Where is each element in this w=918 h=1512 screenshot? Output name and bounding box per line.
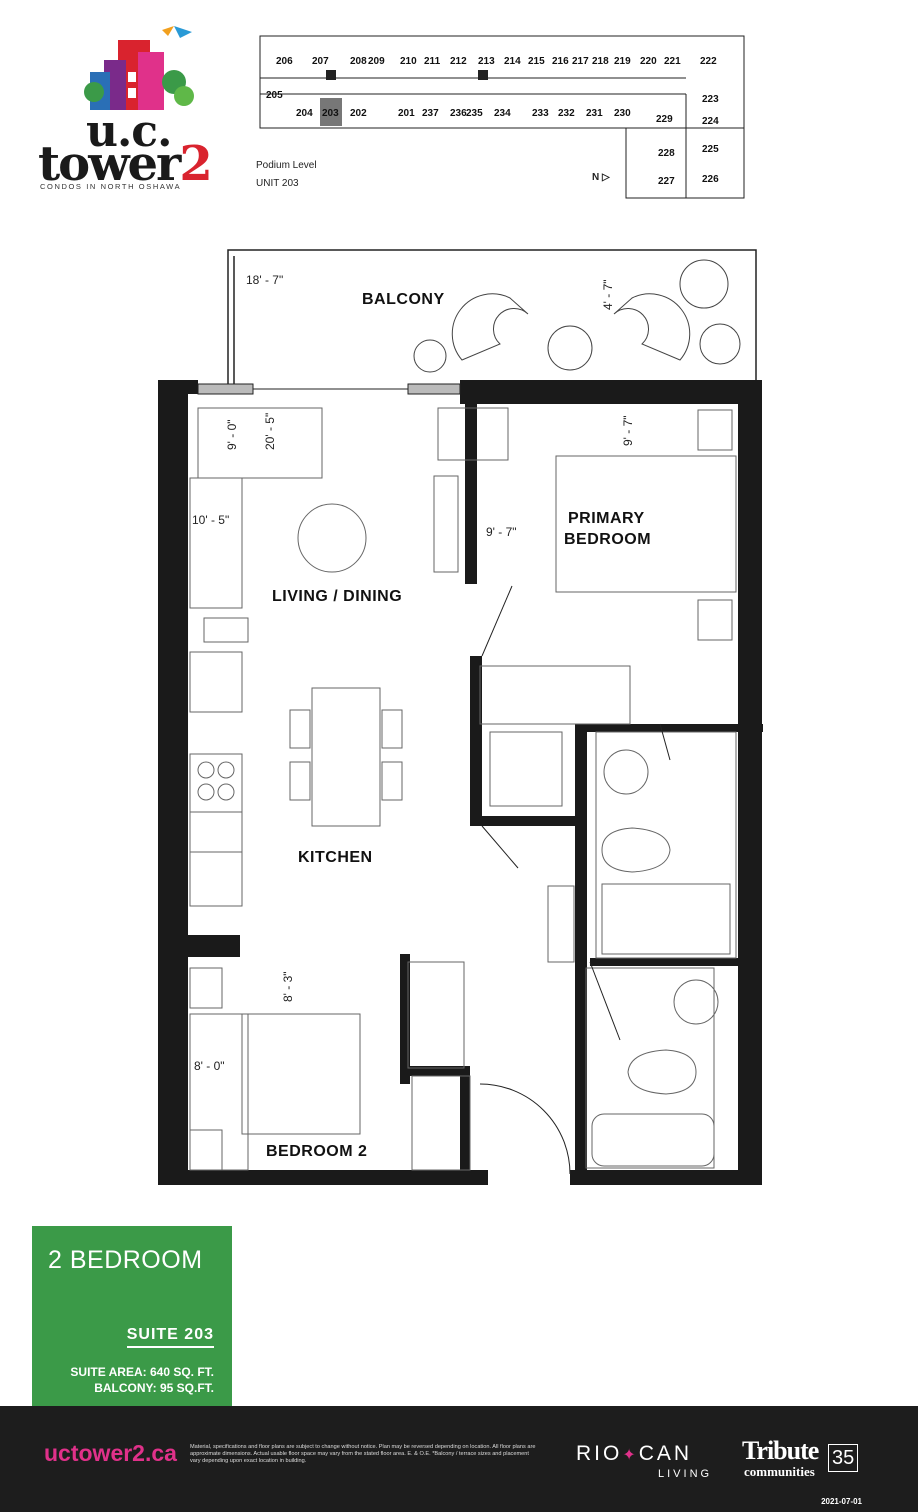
key-plan-unit-number: 229: [656, 114, 673, 125]
dim-bedroom2-width: 8' - 3": [281, 971, 295, 1002]
key-plan-level: Podium Level: [256, 160, 317, 171]
key-plan-unit-number: 226: [702, 174, 719, 185]
key-plan-unit-number: 216: [552, 56, 569, 67]
riocan-living: LIVING: [658, 1468, 713, 1480]
key-plan-unit-number: 222: [700, 56, 717, 67]
room-label-primary-1: PRIMARY: [568, 510, 645, 527]
key-plan-unit-number: 224: [702, 116, 719, 127]
logo-tower: tower2: [38, 136, 213, 192]
maple-leaf-icon: ✦: [622, 1447, 639, 1464]
highlighted-unit: [320, 98, 342, 126]
years-badge: 35: [828, 1444, 859, 1472]
suite-type: 2 BEDROOM: [48, 1246, 203, 1274]
logo-uc: u.c.: [86, 106, 172, 157]
key-plan-unit-number: 217: [572, 56, 589, 67]
room-label-living: LIVING / DINING: [272, 588, 402, 605]
key-plan-unit-number: 210: [400, 56, 417, 67]
website-link[interactable]: uctower2.ca: [44, 1440, 177, 1466]
tribute-communities: communities: [744, 1464, 815, 1479]
suite-area: SUITE AREA: 640 SQ. FT.: [70, 1365, 214, 1379]
dim-primary-depth: 9' - 7": [621, 415, 635, 446]
key-plan-unit-number: 219: [614, 56, 631, 67]
suite-balcony-area: BALCONY: 95 SQ.FT.: [94, 1381, 214, 1395]
north-indicator: N ▷: [592, 172, 610, 183]
room-label-primary-2: BEDROOM: [564, 531, 651, 548]
key-plan-unit-number: 205: [266, 90, 283, 101]
key-plan-unit-number: 214: [504, 56, 521, 67]
key-plan-unit-number: 206: [276, 56, 293, 67]
key-plan-unit-number: 212: [450, 56, 467, 67]
key-plan-unit-number: 237: [422, 108, 439, 119]
footer: uctower2.ca Material, specifications and…: [0, 1406, 918, 1512]
floor-plan-drawing: BALCONY LIVING / DINING PRIMARY BEDROOM …: [158, 249, 763, 1185]
dim-living-depth: 9' - 0": [225, 419, 239, 450]
disclaimer: Material, specifications and floor plans…: [190, 1444, 536, 1464]
key-plan-unit-number: 228: [658, 148, 675, 159]
key-plan-unit: UNIT 203: [256, 178, 299, 189]
dim-living-length: 20' - 5": [263, 413, 277, 450]
dim-balcony-depth: 4' - 7": [601, 279, 615, 310]
document-date: 2021-07-01: [821, 1497, 862, 1506]
key-plan-unit-number: 211: [424, 56, 441, 67]
key-plan-unit-number: 208: [350, 56, 367, 67]
key-plan-unit-number: 231: [586, 108, 603, 119]
key-plan-unit-number: 218: [592, 56, 609, 67]
logo-tagline: CONDOS IN NORTH OSHAWA: [40, 182, 182, 191]
dim-primary-width: 9' - 7": [486, 525, 517, 539]
key-plan-unit-number: 204: [296, 108, 313, 119]
key-plan-unit-number: 201: [398, 108, 415, 119]
key-plan-unit-number: 236: [450, 108, 467, 119]
suite-name: SUITE 203: [126, 1326, 214, 1348]
key-plan-unit-number: 233: [532, 108, 549, 119]
floor-plan: BALCONY LIVING / DINING PRIMARY BEDROOM …: [150, 240, 770, 1200]
key-plan-unit-number: 203: [322, 108, 339, 119]
dim-balcony-width: 18' - 7": [246, 273, 283, 287]
room-label-kitchen: KITCHEN: [298, 849, 373, 866]
brand-logo: u.c. tower2 CONDOS IN NORTH OSHAWA: [34, 22, 213, 192]
riocan-logo: RIO✦CAN: [576, 1442, 693, 1465]
key-plan-unit-number: 232: [558, 108, 575, 119]
key-plan-unit-number: 230: [614, 108, 631, 119]
dim-bedroom2-depth: 8' - 0": [194, 1059, 225, 1073]
key-plan-unit-number: 234: [494, 108, 511, 119]
tribute-logo: Tribute: [742, 1436, 819, 1465]
suite-info-box: 2 BEDROOM SUITE 203 SUITE AREA: 640 SQ. …: [32, 1226, 232, 1406]
key-plan-unit-number: 202: [350, 108, 367, 119]
key-plan-unit-number: 225: [702, 144, 719, 155]
key-plan-unit-number: 221: [664, 56, 681, 67]
suite-area-block: SUITE AREA: 640 SQ. FT. BALCONY: 95 SQ.F…: [70, 1364, 214, 1396]
key-plan-unit-number: 220: [640, 56, 657, 67]
key-plan-unit-number: 213: [478, 56, 495, 67]
room-label-balcony: BALCONY: [362, 291, 445, 308]
key-plan-unit-number: 207: [312, 56, 329, 67]
key-plan-unit-number: 235: [466, 108, 483, 119]
key-plan-unit-number: 215: [528, 56, 545, 67]
logo-buildings-icon: [84, 26, 194, 110]
dim-living-width: 10' - 5": [192, 513, 229, 527]
key-plan-unit-number: 209: [368, 56, 385, 67]
key-plan-unit-number: 227: [658, 176, 675, 187]
key-plan-unit-number: 223: [702, 94, 719, 105]
room-label-bedroom2: BEDROOM 2: [266, 1143, 367, 1160]
